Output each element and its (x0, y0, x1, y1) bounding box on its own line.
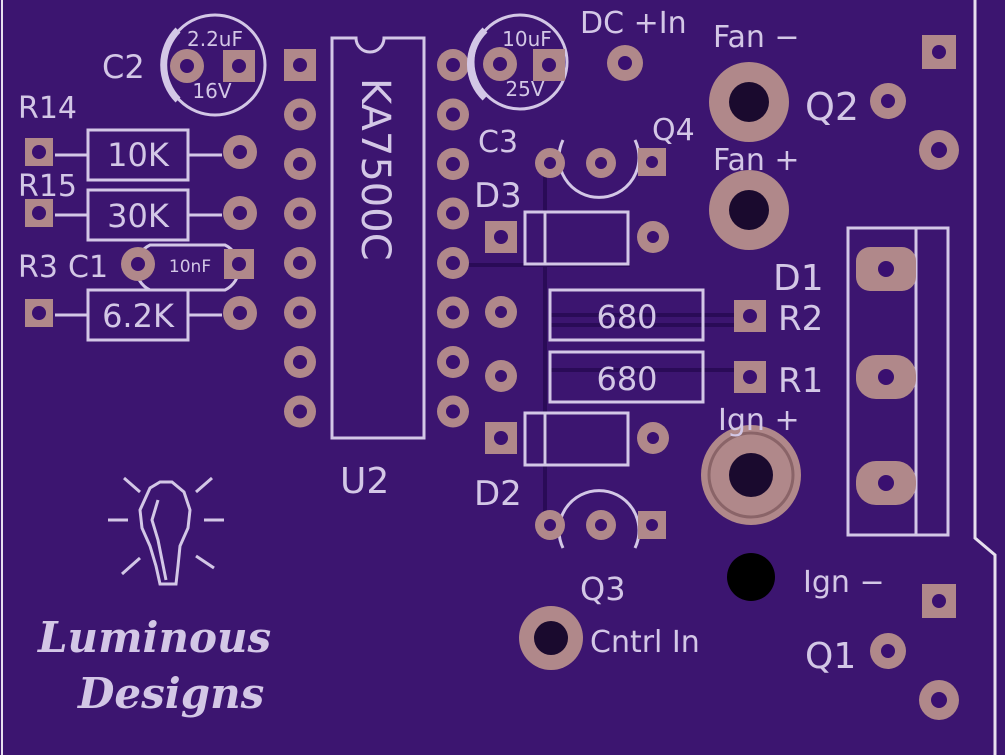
u2-pin-hole (446, 404, 460, 419)
u2-pin-hole (293, 305, 307, 320)
capacitor-c2[interactable]: C2 2.2uF 16V (102, 13, 267, 117)
r1-value: 680 (596, 360, 657, 398)
r3-value: 6.2K (102, 297, 175, 335)
u2-label: U2 (340, 461, 389, 502)
ign-minus-label: Ign − (803, 565, 885, 600)
diode-d3[interactable]: D3 (474, 176, 669, 266)
u2-pin-hole (446, 107, 460, 122)
u2-pin-hole (446, 206, 460, 221)
brand-line-2: Designs (77, 669, 264, 718)
u2-pin-hole (446, 157, 460, 171)
d3-label: D3 (474, 176, 522, 216)
capacitor-c1[interactable]: C1 10nF (68, 243, 254, 292)
ign-plus-terminal[interactable]: Ign + (701, 403, 801, 525)
mounting-hole (727, 553, 775, 601)
fan-plus-terminal[interactable]: Fan + (709, 143, 800, 250)
d2-label: D2 (474, 474, 522, 514)
u2-pin-hole (293, 157, 307, 171)
u2-pin-hole (293, 404, 307, 419)
fan-minus-terminal[interactable]: Fan − (709, 20, 800, 142)
ic-u2[interactable]: KA7500C U2 (284, 36, 469, 502)
u2-pin-hole (293, 355, 307, 369)
resistor-r15[interactable]: R15 30K (18, 169, 257, 242)
c2-label: C2 (102, 48, 145, 86)
u2-pin-hole (293, 206, 307, 221)
q2-label: Q2 (805, 85, 859, 129)
fan-plus-label: Fan + (713, 143, 800, 178)
resistor-r3[interactable]: R3 6.2K (18, 250, 257, 342)
r1-label: R1 (778, 361, 823, 401)
transistor-q1[interactable]: Ign − Q1 (803, 565, 959, 720)
c3-label: C3 (478, 125, 518, 160)
c3-value: 10uF (502, 27, 552, 51)
u2-pin-hole (293, 256, 307, 270)
transistor-q2[interactable]: Q2 (805, 35, 959, 170)
r14-label: R14 (18, 91, 77, 126)
r15-label: R15 (18, 169, 77, 204)
capacitor-c3[interactable]: 10uF 25V C3 (466, 13, 569, 160)
r15-value: 30K (107, 197, 170, 235)
board-edge-top-right (973, 0, 997, 755)
u2-pin-hole (446, 355, 460, 369)
r3-label: R3 (18, 250, 58, 285)
u2-body (330, 36, 426, 440)
c2-voltage: 16V (192, 79, 231, 103)
r2-value: 680 (596, 298, 657, 336)
cntrl-in-label: Cntrl In (590, 625, 700, 660)
resistor-r1[interactable]: 680 R1 (485, 350, 823, 404)
q4-label: Q4 (652, 113, 695, 148)
c1-value: 10nF (169, 257, 211, 277)
q1-label: Q1 (805, 636, 856, 677)
c1-label: C1 (68, 250, 108, 285)
u2-pin-hole (446, 305, 460, 320)
c3-voltage: 25V (505, 77, 544, 101)
r2-label: R2 (778, 299, 823, 339)
u2-pins-right (437, 49, 469, 428)
ign-plus-label: Ign + (718, 403, 800, 438)
dc-in-terminal[interactable]: DC +In (580, 6, 687, 81)
u2-part-number: KA7500C (352, 78, 398, 261)
diode-d2[interactable]: D2 (474, 411, 669, 514)
d1-label: D1 (773, 258, 824, 299)
u2-pin-hole (446, 58, 460, 72)
q3-label: Q3 (580, 570, 626, 608)
lightbulb-icon (108, 476, 224, 586)
u2-pins-left (284, 49, 316, 428)
control-in-terminal[interactable]: Cntrl In (519, 606, 700, 670)
resistor-r14[interactable]: R14 10K (18, 91, 257, 182)
diode-d1[interactable]: D1 (773, 226, 950, 537)
r14-pad-hole (32, 145, 46, 159)
brand-line-1: Luminous (37, 613, 271, 662)
u2-pin-hole (293, 58, 307, 72)
transistor-q4[interactable]: Q4 (535, 113, 695, 199)
dc-in-label: DC +In (580, 6, 687, 41)
transistor-q3[interactable]: Q3 (535, 489, 666, 608)
resistor-r2[interactable]: 680 R2 (485, 288, 823, 342)
c2-value: 2.2uF (187, 27, 243, 51)
u2-pin-hole (293, 107, 307, 122)
u2-pin-hole (446, 256, 460, 270)
fan-minus-label: Fan − (713, 20, 800, 55)
r14-value: 10K (107, 136, 170, 174)
